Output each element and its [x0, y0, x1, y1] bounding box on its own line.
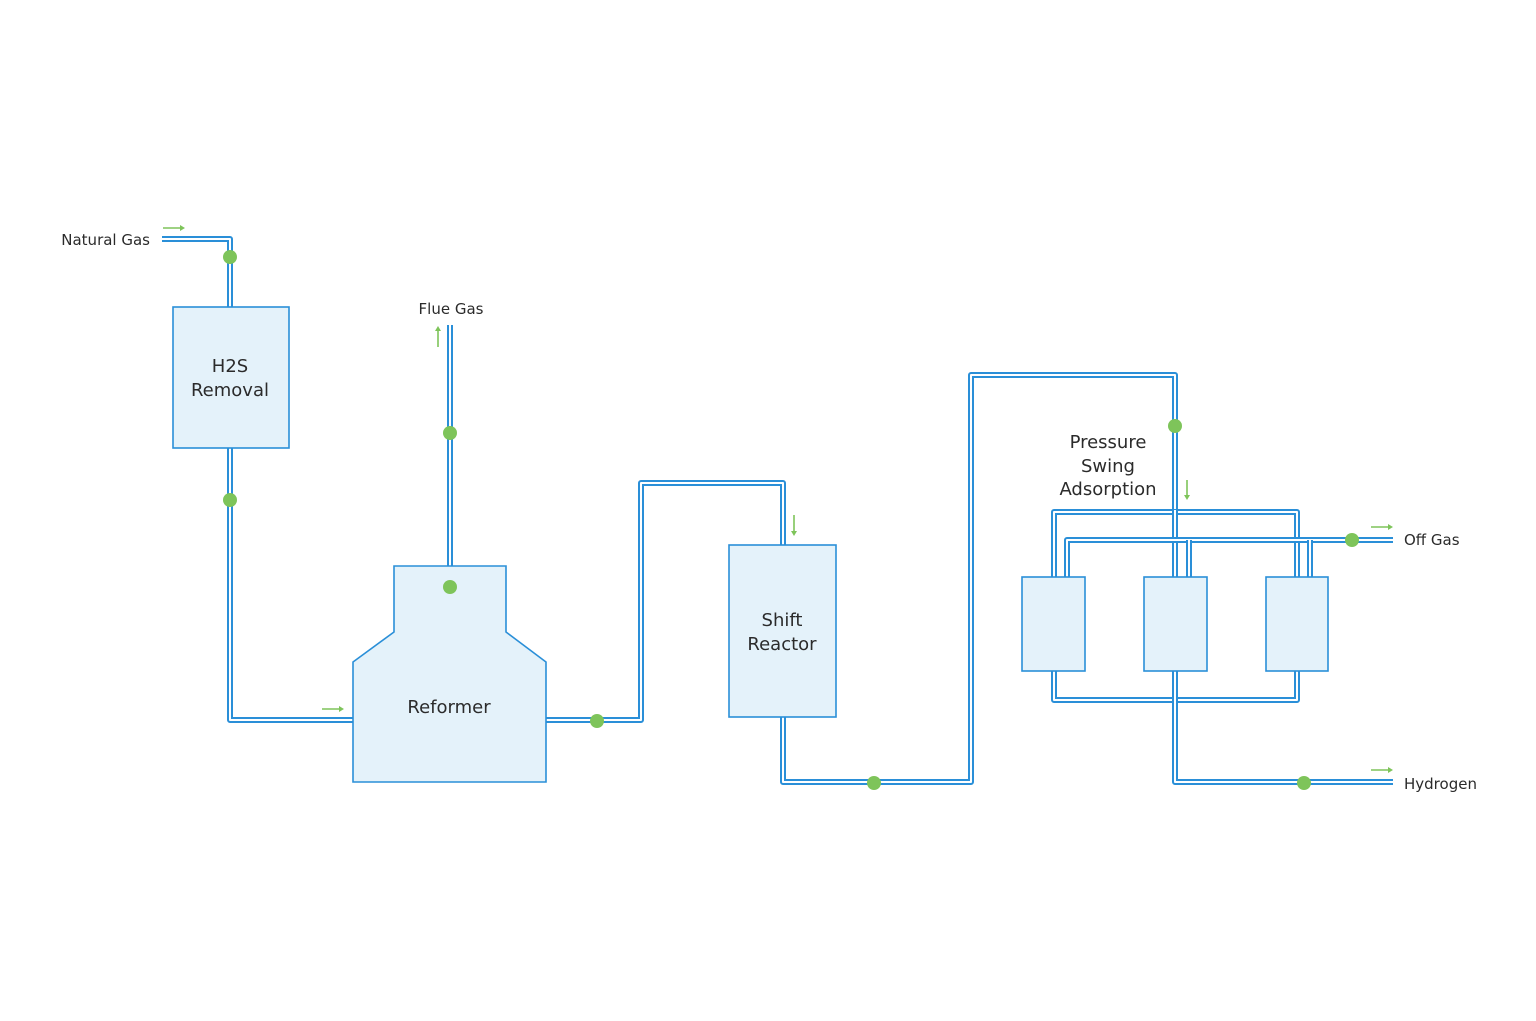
natural-gas-label: Natural Gas — [61, 231, 150, 249]
pipe-h2s-to-reformer — [227, 448, 353, 723]
pipe-shift-to-psa — [780, 372, 1178, 785]
flow-direction-arrow-icon — [1184, 480, 1190, 500]
psa-column-2 — [1143, 576, 1208, 672]
pipe-psa-product-center — [1172, 671, 1393, 785]
flow-marker-dot — [1297, 776, 1311, 790]
flow-direction-arrow-icon — [322, 706, 344, 712]
flow-marker-dot — [590, 714, 604, 728]
flow-marker-dot — [223, 250, 237, 264]
flow-markers — [223, 250, 1359, 790]
pipe-natural-gas-inlet — [162, 236, 233, 307]
h2s-removal-label-line1: H2S — [212, 356, 248, 377]
pipe-psa-product-center-outer — [1172, 671, 1393, 785]
flow-marker-dot — [443, 426, 457, 440]
flow-direction-arrow-icon — [435, 326, 441, 347]
psa-label-line1: Pressure — [1070, 432, 1147, 453]
flow-marker-dot — [443, 580, 457, 594]
reformer-label: Reformer — [407, 697, 491, 718]
flow-direction-arrow-icon — [1371, 767, 1393, 773]
flow-marker-dot — [1345, 533, 1359, 547]
pipe-reformer-to-shift — [546, 480, 786, 723]
flow-marker-dot — [223, 493, 237, 507]
flow-marker-dot — [867, 776, 881, 790]
flow-direction-arrow-icon — [163, 225, 185, 231]
psa-column-1 — [1021, 576, 1086, 672]
pipe-psa-offgas-header — [1064, 537, 1393, 577]
flow-direction-arrow-icon — [1371, 524, 1393, 530]
reformer-unit — [352, 565, 547, 783]
psa-column-3 — [1265, 576, 1329, 672]
flow-arrows — [163, 225, 1393, 773]
psa-label-line3: Adsorption — [1059, 479, 1156, 500]
labels: Natural Gas Flue Gas Off Gas Hydrogen H2… — [61, 231, 1477, 793]
pipe-natural-gas-inlet-inner — [162, 238, 231, 307]
pipe-shift-to-psa-inner — [782, 374, 1176, 783]
hydrogen-label: Hydrogen — [1404, 775, 1477, 793]
flow-marker-dot — [1168, 419, 1182, 433]
pipes — [162, 236, 1393, 785]
pipe-psa-offgas-header-inner — [1066, 539, 1393, 577]
h2s-removal-label-line2: Removal — [191, 380, 269, 401]
psa-label-line2: Swing — [1081, 456, 1135, 477]
pipe-natural-gas-inlet-outer — [162, 236, 233, 307]
shift-reactor-label-line2: Reactor — [747, 634, 817, 655]
pipe-psa-offgas-header-outer — [1064, 537, 1393, 577]
pipe-h2s-to-reformer-inner — [229, 448, 353, 721]
pipe-h2s-to-reformer-outer — [227, 448, 353, 723]
flow-direction-arrow-icon — [791, 515, 797, 536]
shift-reactor-label-line1: Shift — [762, 610, 803, 631]
shift-reactor-unit — [728, 544, 837, 718]
h2s-removal-unit — [172, 306, 290, 449]
units — [172, 306, 1329, 783]
flue-gas-label: Flue Gas — [419, 300, 484, 318]
pipe-psa-product-center-inner — [1174, 671, 1393, 783]
off-gas-label: Off Gas — [1404, 531, 1460, 549]
pipe-reformer-to-shift-inner — [546, 482, 784, 721]
